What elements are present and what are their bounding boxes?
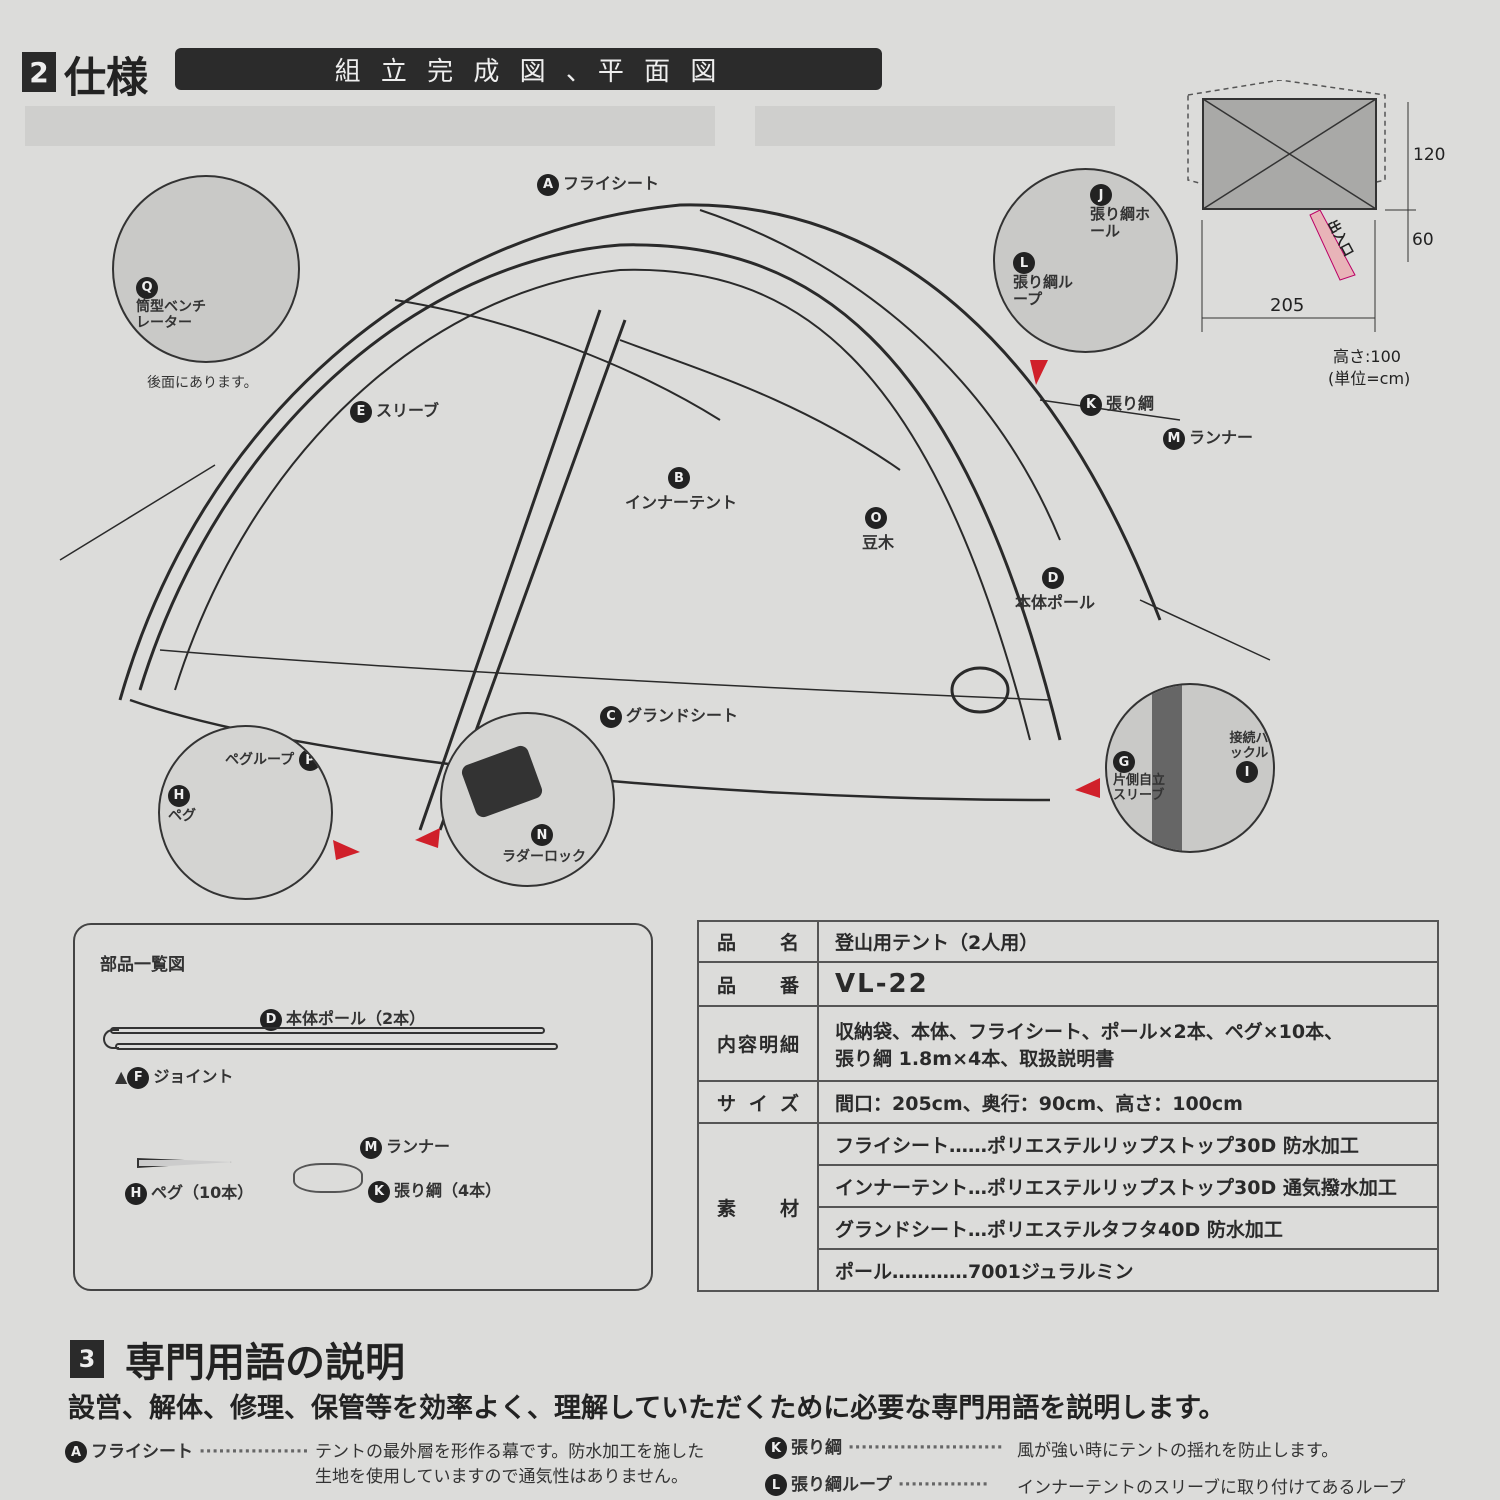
faded-background-bar <box>755 106 1115 146</box>
plan-width-label: 205 <box>1270 295 1305 316</box>
glossary-desc-guy-loop: インナーテントのスリーブに取り付けてあるループ <box>1017 1478 1406 1498</box>
pole-illustration <box>115 1043 558 1050</box>
ventilator-note: 後面にあります。 <box>147 375 258 391</box>
pole-illustration <box>110 1027 545 1034</box>
red-pointer-arrows <box>333 360 1100 860</box>
rope-illustration <box>293 1163 363 1193</box>
plan-height-note: 高さ:100 <box>1333 347 1401 366</box>
peg-illustration <box>137 1158 232 1168</box>
glossary-intro: 設営、解体、修理、保管等を効率よく、理解していただくために必要な専門用語を説明し… <box>68 1393 1226 1424</box>
plan-vestibule-label: 60 <box>1412 230 1434 250</box>
faded-background-bar <box>25 106 715 146</box>
glossary-desc-fly-sheet: テントの最外層を形作る幕です。防水加工を施した生地を使用していますので通気性はあ… <box>315 1442 705 1487</box>
section-title: 仕様 <box>64 53 149 102</box>
fly-sheet-outline <box>118 203 1162 701</box>
floor-plan <box>1187 80 1416 332</box>
glossary-title: 専門用語の説明 <box>125 1340 405 1386</box>
pole-sleeve-front <box>138 243 1062 741</box>
section-number-badge: 2 <box>22 52 56 92</box>
plan-unit-note: (単位=cm) <box>1328 369 1411 388</box>
ventilator-label: 筒型ベンチレーター <box>136 299 206 331</box>
plan-depth-label: 120 <box>1413 145 1446 165</box>
parts-list-title: 部品一覧図 <box>100 955 185 975</box>
banner: 組 立 完 成 図 、平 面 図 <box>175 48 882 90</box>
glossary-section-number: 3 <box>70 1340 104 1378</box>
glossary-desc-guy-rope: 風が強い時にテントの揺れを防止します。 <box>1017 1441 1339 1461</box>
